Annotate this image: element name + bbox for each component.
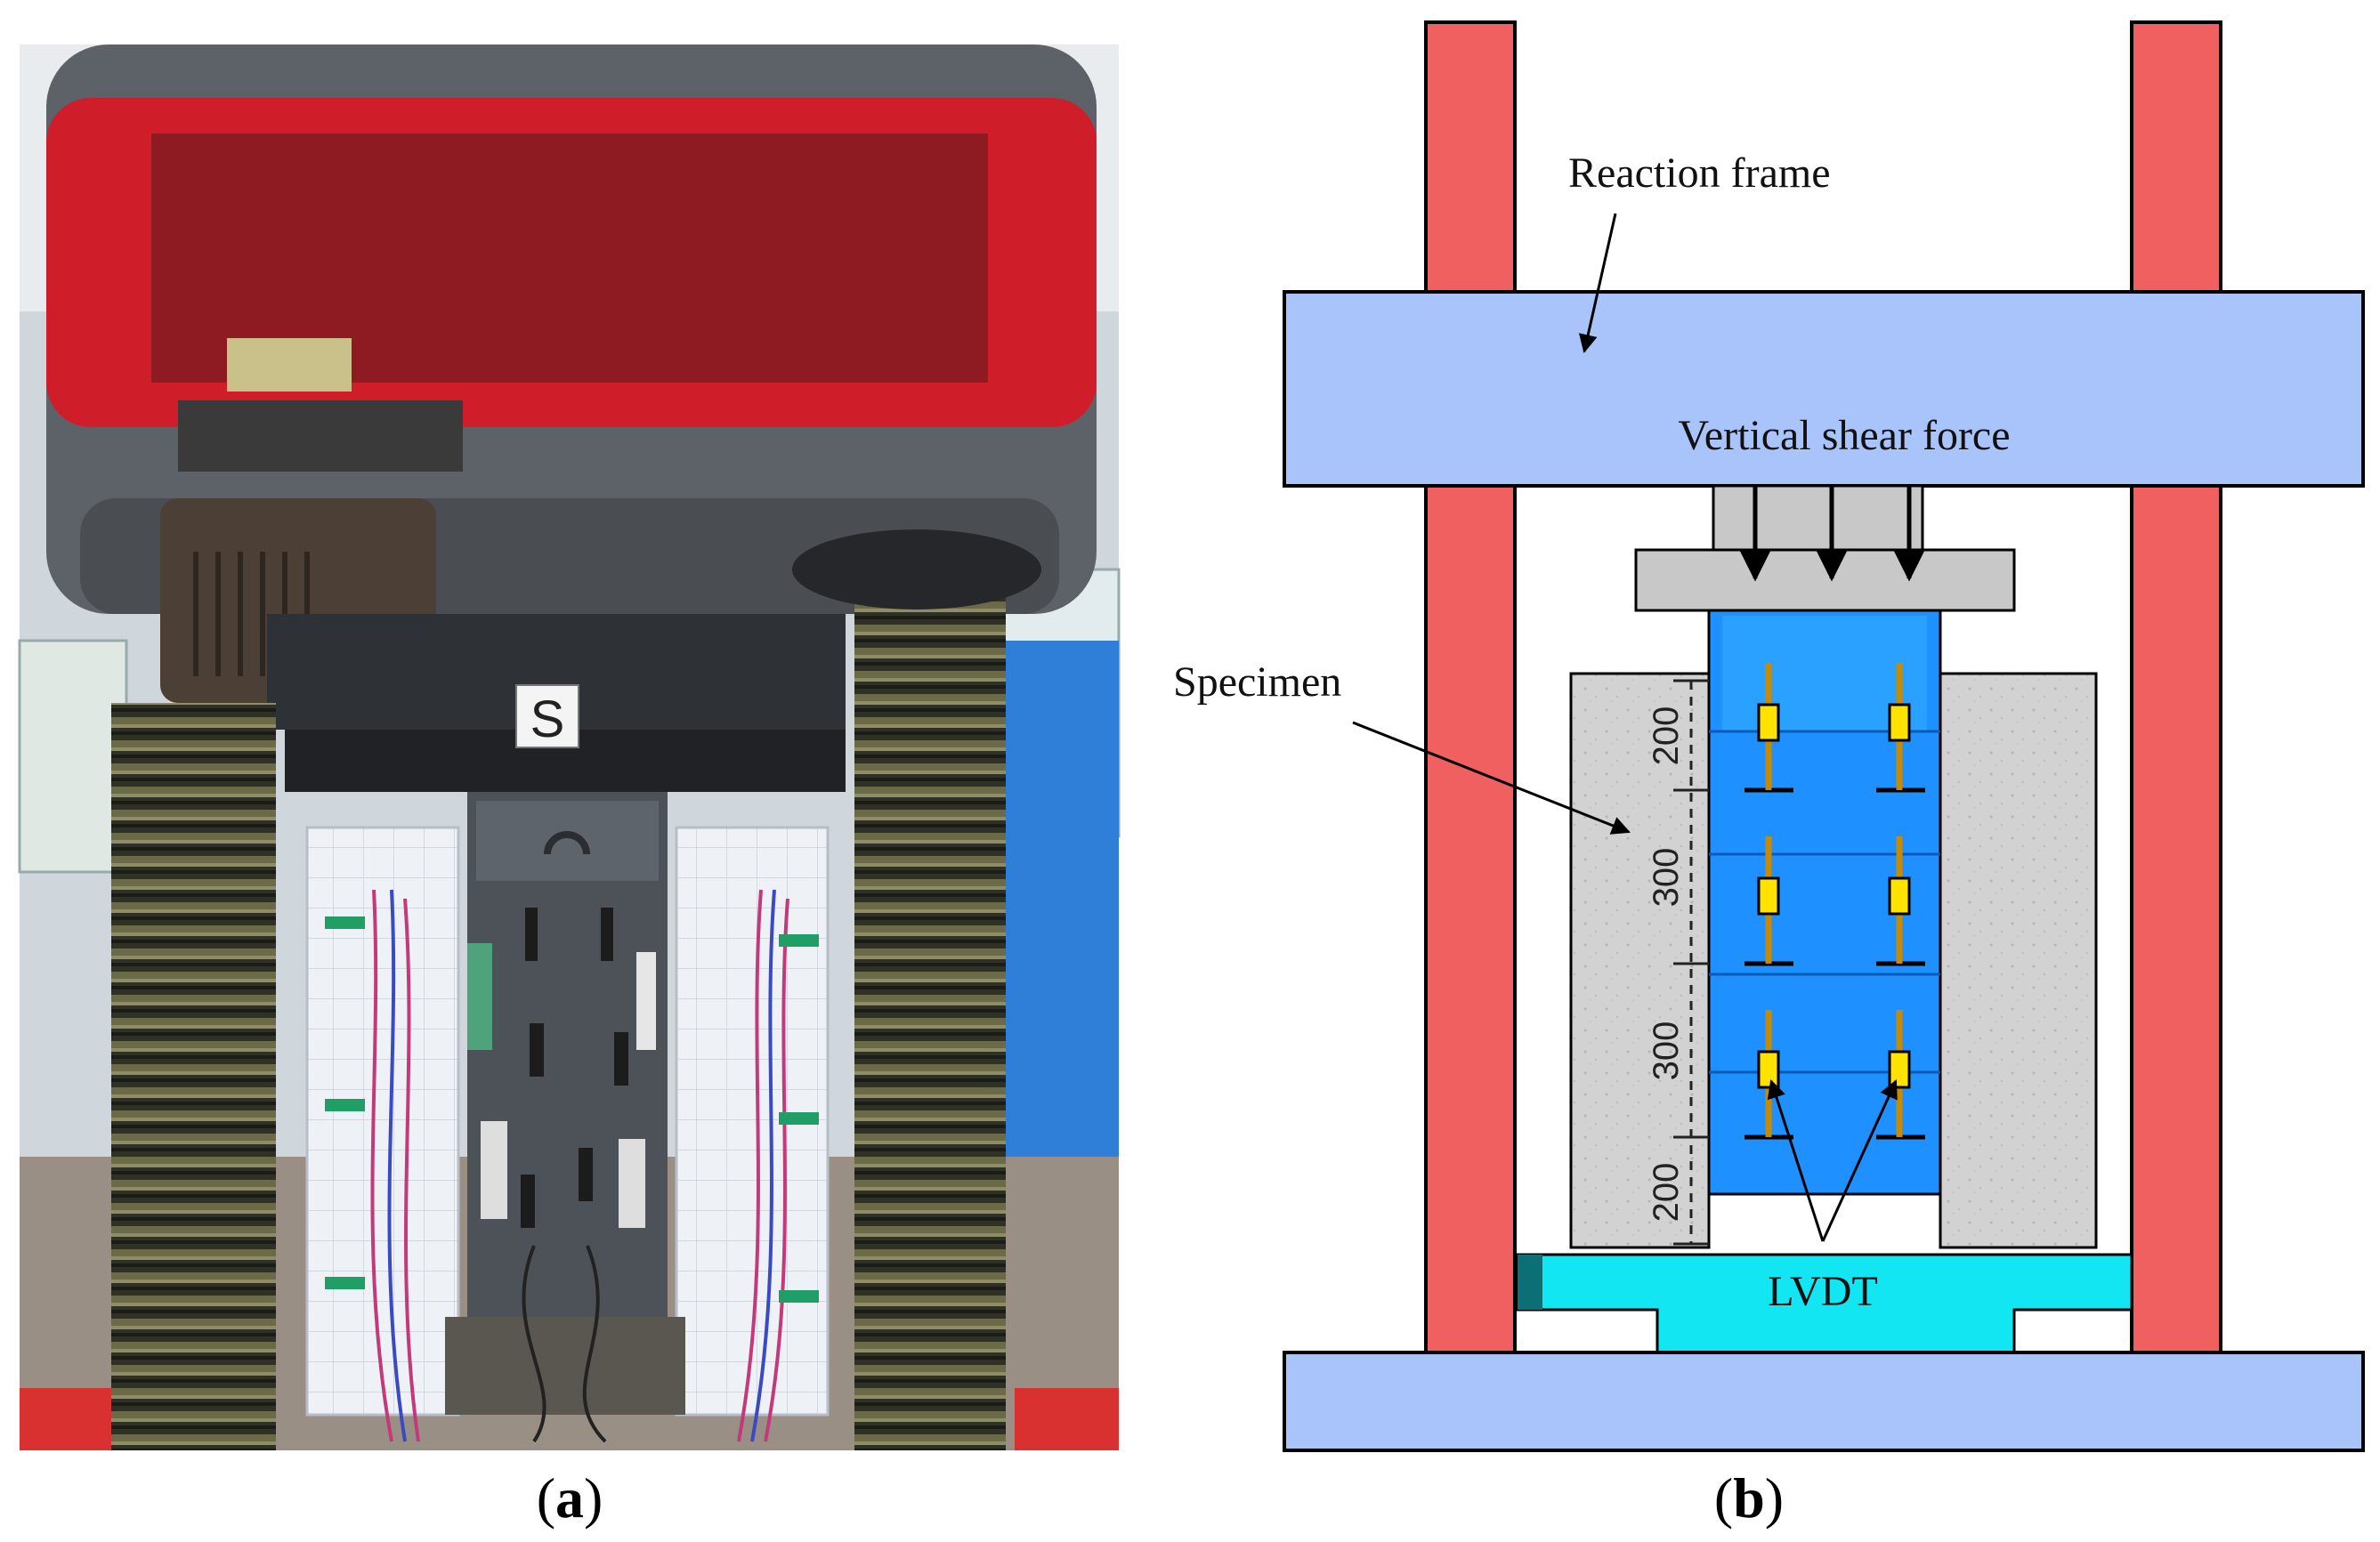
specimen-pointer bbox=[1352, 721, 1631, 835]
platen-sign bbox=[515, 684, 579, 748]
panel-b-schematic: Vertical shear force bbox=[1173, 20, 2365, 1452]
lab-red-mat-right bbox=[1015, 1388, 1119, 1450]
reaction-column-right bbox=[2130, 20, 2222, 1354]
reaction-frame-pointer bbox=[1578, 213, 1617, 354]
dimension-label-4: 200 bbox=[1647, 1163, 1686, 1223]
reaction-frame-beam bbox=[1283, 290, 2365, 488]
lvdt-6 bbox=[1888, 1050, 1911, 1089]
specimen-block-left bbox=[305, 826, 460, 1417]
threaded-column-right bbox=[854, 578, 1006, 1450]
lvdt-1 bbox=[1757, 703, 1780, 742]
lab-red-mat-left bbox=[20, 1388, 126, 1450]
instrument-wires bbox=[370, 889, 789, 1443]
lab-window-left bbox=[18, 639, 128, 874]
sensor-box bbox=[227, 338, 352, 392]
specimen-hook bbox=[544, 831, 590, 855]
caption-a: (a) bbox=[537, 1466, 603, 1530]
reaction-column-left bbox=[1424, 20, 1517, 1354]
lvdt-3 bbox=[1757, 876, 1780, 916]
lvdt-sensors bbox=[1757, 663, 1911, 1137]
green-tape-marks bbox=[325, 916, 819, 1303]
loading-plate bbox=[1634, 548, 2016, 612]
vertical-shear-force-label: Vertical shear force bbox=[1678, 412, 2010, 459]
shear-force-arrows bbox=[1739, 486, 1925, 582]
caption-b: (b) bbox=[1714, 1466, 1784, 1530]
panel-a-photo: S bbox=[18, 44, 1121, 1450]
reaction-frame-label: Reaction frame bbox=[1568, 149, 1831, 197]
dimension-label-3: 300 bbox=[1647, 1021, 1686, 1081]
lvdt-label: LVDT bbox=[1768, 1268, 1878, 1315]
lvdt-pointers bbox=[1767, 1079, 1898, 1242]
photo-lvdts bbox=[467, 908, 656, 1228]
base-support-dark-end bbox=[1518, 1255, 1542, 1310]
lvdt-5 bbox=[1757, 1050, 1780, 1089]
sensor-bracket bbox=[178, 400, 463, 472]
dimension-ticks bbox=[1673, 679, 1709, 1246]
lvdt-2 bbox=[1888, 703, 1911, 742]
threaded-column-left bbox=[111, 703, 276, 1450]
dimension-label-2: 300 bbox=[1647, 848, 1686, 908]
platen-sign-letter: S bbox=[530, 690, 565, 748]
concrete-block-right bbox=[1939, 672, 2098, 1249]
base-beam bbox=[1283, 1351, 2365, 1452]
column-nut-right bbox=[792, 529, 1041, 610]
dimension-label-1: 200 bbox=[1647, 706, 1686, 766]
specimen-lower-base bbox=[445, 1317, 685, 1415]
steel-specimen-top bbox=[476, 801, 659, 881]
lvdt-4 bbox=[1888, 876, 1911, 916]
specimen-label: Specimen bbox=[1173, 658, 1341, 706]
concrete-block-left bbox=[1569, 672, 1711, 1249]
